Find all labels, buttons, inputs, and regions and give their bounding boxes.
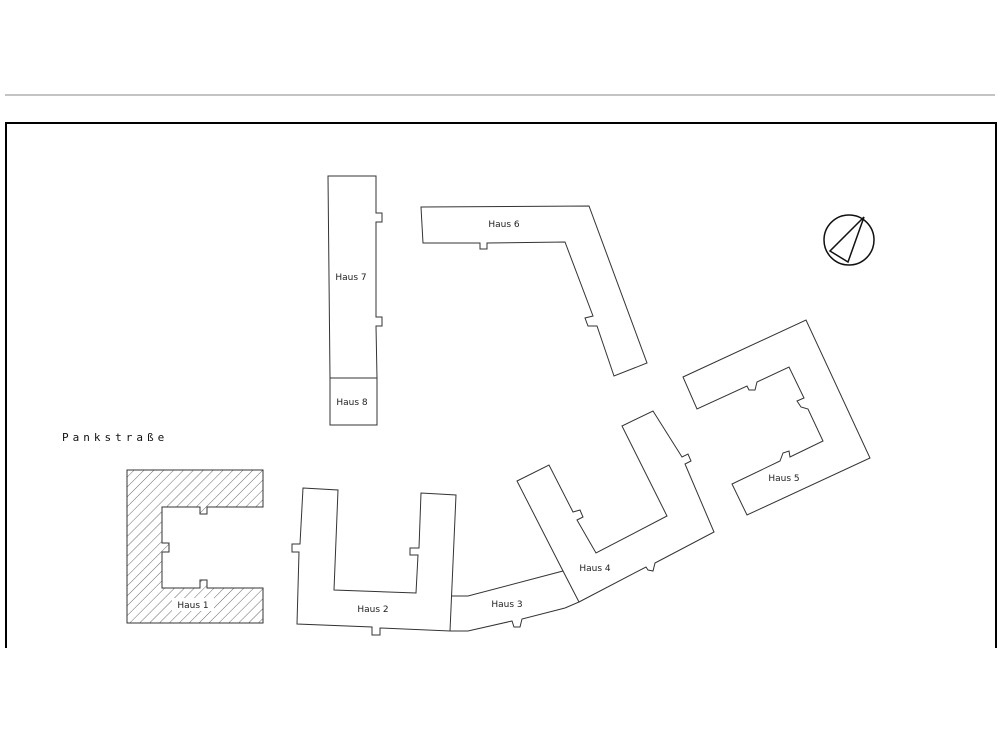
drawing-frame	[5, 122, 997, 648]
building-haus-3[interactable]: Haus 3	[450, 570, 580, 632]
building-label: Haus 6	[488, 220, 520, 230]
building-haus-2[interactable]: Haus 2	[291, 487, 457, 636]
building-label: Haus 8	[336, 398, 368, 408]
compass-north-arrow-icon	[823, 214, 875, 266]
street-label: Pankstraße	[62, 431, 168, 444]
building-label: Haus 7	[335, 273, 366, 283]
building-label: Haus 2	[357, 605, 388, 615]
building-haus-5[interactable]: Haus 5	[682, 319, 871, 516]
building-haus-8[interactable]: Haus 8	[329, 377, 378, 426]
building-label: Haus 1	[177, 601, 208, 611]
building-haus-4[interactable]: Haus 4	[516, 410, 715, 603]
building-label: Haus 5	[768, 474, 799, 484]
building-haus-1[interactable]: Haus 1	[126, 469, 264, 624]
building-haus-7[interactable]: Haus 7	[327, 175, 383, 379]
building-haus-6[interactable]: Haus 6	[420, 205, 648, 377]
building-label: Haus 4	[579, 564, 611, 574]
building-label: Haus 3	[491, 600, 522, 610]
